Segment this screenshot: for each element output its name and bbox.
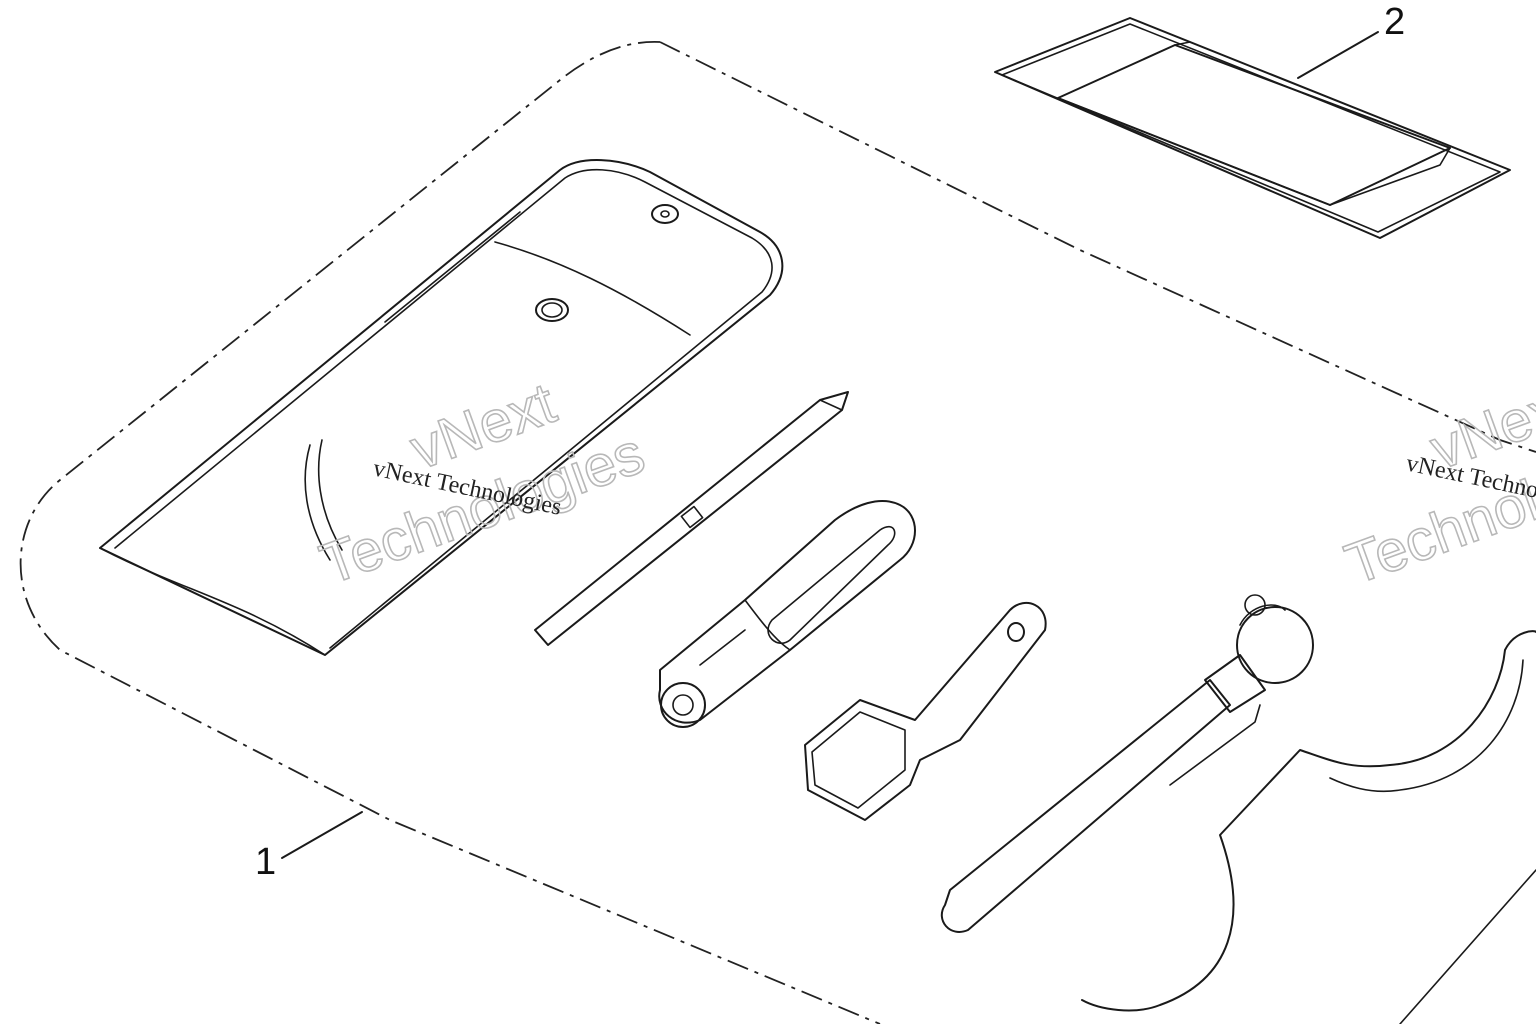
extension-bar-icon	[940, 594, 1314, 933]
tool-kit-boundary	[19, 41, 1536, 1024]
leader-line-2	[1297, 31, 1379, 79]
watermark: vNext Technologies vNext Technologies vN…	[311, 370, 1536, 598]
screwdriver-icon	[534, 391, 849, 646]
spanner-hook-wrench-icon	[1081, 630, 1536, 1024]
owner-manual-holder	[994, 17, 1511, 239]
tool-pouch-icon	[99, 159, 784, 656]
callout-number-2: 2	[1384, 1, 1405, 43]
callout-number-1: 1	[255, 841, 276, 883]
hex-socket-wrench-icon	[804, 601, 1047, 821]
leader-line-1	[281, 811, 363, 859]
plug-wrench-handle-icon	[658, 500, 916, 728]
